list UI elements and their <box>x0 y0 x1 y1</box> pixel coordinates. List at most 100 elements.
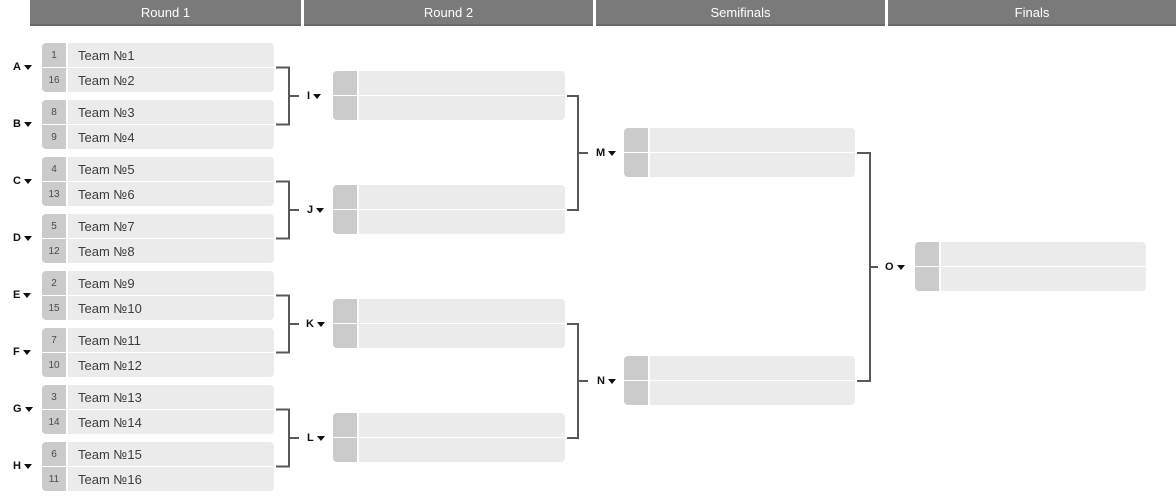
chevron-down-icon <box>23 235 32 241</box>
team-slot-empty <box>333 413 565 437</box>
seed-number: 16 <box>42 68 66 92</box>
chevron-down-icon <box>316 207 325 213</box>
team-name: Team №6 <box>68 182 274 206</box>
connector-gh-l <box>276 408 299 468</box>
seed-number: 4 <box>42 157 66 181</box>
match-f-dropdown[interactable]: F <box>13 345 31 359</box>
team-name-placeholder <box>650 128 855 152</box>
match-m-letter: M <box>596 147 606 159</box>
match-l-dropdown[interactable]: L <box>307 431 325 445</box>
team-name: Team №15 <box>68 442 274 466</box>
seed-placeholder <box>624 356 648 380</box>
chevron-down-icon <box>23 178 32 184</box>
chevron-down-icon <box>607 378 616 384</box>
match-j-dropdown[interactable]: J <box>307 203 325 217</box>
seed-placeholder <box>624 153 648 177</box>
match-a-dropdown[interactable]: A <box>13 60 32 74</box>
seed-placeholder <box>333 413 357 437</box>
match-k-dropdown[interactable]: K <box>306 317 325 331</box>
team-name-placeholder <box>359 96 565 120</box>
connector-ef-k <box>276 294 299 354</box>
seed-placeholder <box>333 185 357 209</box>
team-name: Team №2 <box>68 68 274 92</box>
match-o <box>915 242 1146 291</box>
team-name: Team №4 <box>68 125 274 149</box>
seed-number: 8 <box>42 100 66 124</box>
chevron-down-icon <box>23 463 32 469</box>
team-name-placeholder <box>359 210 565 234</box>
team-slot-empty <box>624 128 855 152</box>
match-d-dropdown[interactable]: D <box>13 231 32 245</box>
team-name-placeholder <box>650 381 855 405</box>
team-name: Team №1 <box>68 43 274 67</box>
team-name-placeholder <box>650 153 855 177</box>
match-m-dropdown[interactable]: M <box>596 146 617 160</box>
seed-number: 1 <box>42 43 66 67</box>
match-i <box>333 71 565 120</box>
chevron-down-icon <box>608 150 617 156</box>
match-m <box>624 128 855 177</box>
team-name-placeholder <box>359 185 565 209</box>
team-name: Team №16 <box>68 467 274 491</box>
match-g-dropdown[interactable]: G <box>13 402 33 416</box>
match-f-letter: F <box>13 346 20 358</box>
team-slot-empty <box>333 210 565 234</box>
chevron-down-icon <box>23 121 32 127</box>
match-o-dropdown[interactable]: O <box>885 260 905 274</box>
match-j <box>333 185 565 234</box>
seed-number: 5 <box>42 214 66 238</box>
match-n-dropdown[interactable]: N <box>597 374 616 388</box>
match-j-letter: J <box>307 204 314 216</box>
connector-ij-m <box>567 95 588 211</box>
seed-placeholder <box>333 71 357 95</box>
seed-placeholder <box>333 299 357 323</box>
connector-cd-j <box>276 180 299 240</box>
match-h-dropdown[interactable]: H <box>13 459 32 473</box>
match-b-dropdown[interactable]: B <box>13 117 32 131</box>
team-name: Team №9 <box>68 271 274 295</box>
team-name: Team №14 <box>68 410 274 434</box>
chevron-down-icon <box>316 321 325 327</box>
chevron-down-icon <box>316 435 325 441</box>
team-name-placeholder <box>359 413 565 437</box>
seed-number: 6 <box>42 442 66 466</box>
chevron-down-icon <box>896 264 905 270</box>
seed-number: 10 <box>42 353 66 377</box>
team-slot-empty <box>333 96 565 120</box>
seed-number: 2 <box>42 271 66 295</box>
team-name: Team №13 <box>68 385 274 409</box>
team-name: Team №7 <box>68 214 274 238</box>
team-slot-empty <box>333 185 565 209</box>
match-i-dropdown[interactable]: I <box>307 89 322 103</box>
match-d-letter: D <box>13 232 21 244</box>
match-l-letter: L <box>307 432 314 444</box>
seed-placeholder <box>333 324 357 348</box>
team-slot-empty <box>333 299 565 323</box>
match-c-letter: C <box>13 175 21 187</box>
team-slot-empty <box>333 71 565 95</box>
match-a-letter: A <box>13 61 21 73</box>
seed-placeholder <box>624 128 648 152</box>
chevron-down-icon <box>22 349 31 355</box>
round-header-round2: Round 2 <box>304 0 593 26</box>
team-name: Team №3 <box>68 100 274 124</box>
match-c-dropdown[interactable]: C <box>13 174 32 188</box>
match-e-dropdown[interactable]: E <box>13 288 32 302</box>
seed-number: 12 <box>42 239 66 263</box>
match-b-letter: B <box>13 118 21 130</box>
seed-number: 7 <box>42 328 66 352</box>
round-header-round1: Round 1 <box>30 0 301 26</box>
team-slot-empty <box>915 242 1146 266</box>
